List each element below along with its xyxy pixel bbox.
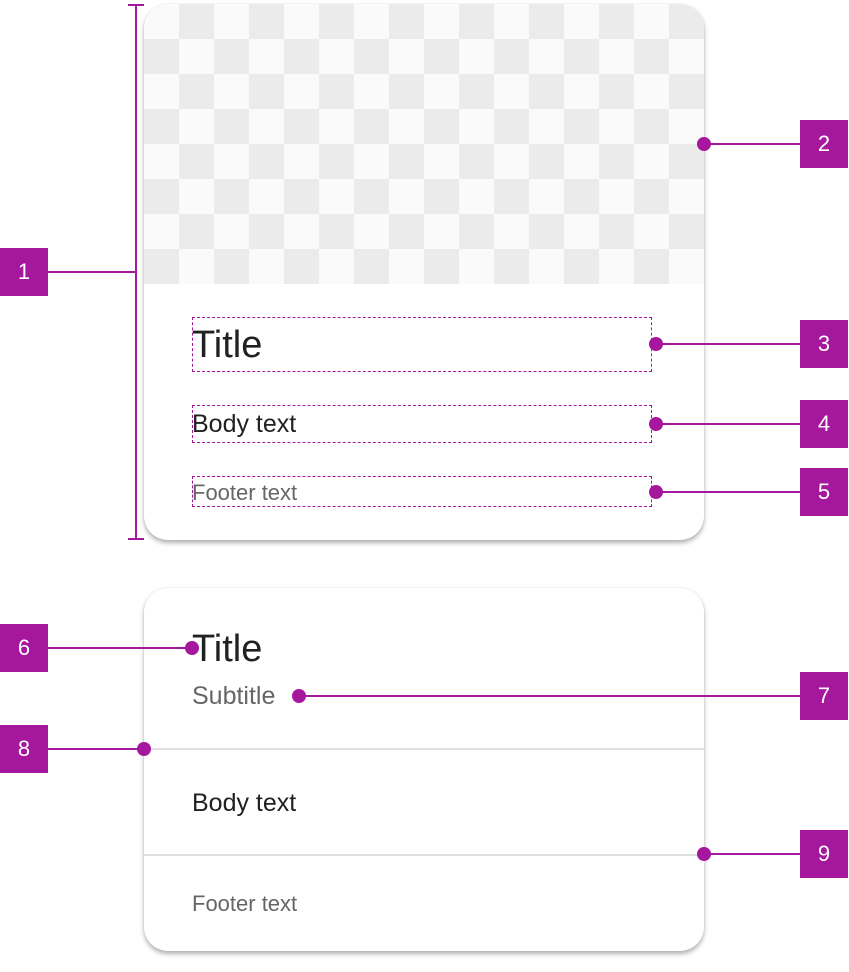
callout-badge-2: 2 — [800, 120, 848, 168]
callout-badge-9: 9 — [800, 830, 848, 878]
card-footer-text: Footer text — [192, 891, 298, 916]
divider — [144, 854, 704, 856]
callout-dot-4 — [649, 417, 663, 431]
card-footer-text: Footer text — [192, 480, 298, 505]
callout-badge-8: 8 — [0, 725, 48, 773]
media-placeholder — [144, 4, 704, 284]
card-title: Title — [192, 324, 263, 366]
callout-badge-3: 3 — [800, 320, 848, 368]
callout-dot-6 — [185, 641, 199, 655]
card-body-text: Body text — [192, 789, 297, 817]
card-with-media: Title Body text Footer text — [144, 4, 704, 540]
callout-dot-8 — [137, 742, 151, 756]
callout-dot-2 — [697, 137, 711, 151]
callout-dot-3 — [649, 337, 663, 351]
callout-badge-1: 1 — [0, 248, 48, 296]
callout-dot-7 — [292, 689, 306, 703]
divider — [144, 748, 704, 750]
callout-badge-6: 6 — [0, 624, 48, 672]
callout-dot-9 — [697, 847, 711, 861]
callout-badge-7: 7 — [800, 672, 848, 720]
card-title: Title — [192, 628, 263, 670]
card-subtitle: Subtitle — [192, 682, 276, 710]
card-with-dividers: Title Subtitle Body text Footer text — [144, 588, 704, 951]
callout-badge-4: 4 — [800, 400, 848, 448]
callout-dot-5 — [649, 485, 663, 499]
callout-badge-5: 5 — [800, 468, 848, 516]
card-body-text: Body text — [192, 410, 297, 438]
